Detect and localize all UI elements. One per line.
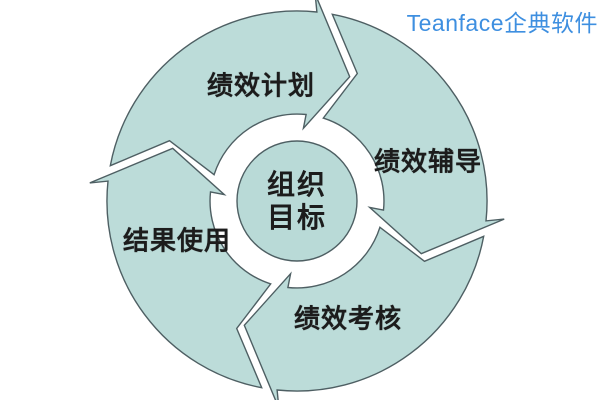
center-goal-text: 组织 目标: [267, 168, 327, 234]
cycle-segment-top: [109, 0, 351, 176]
step-label-result-usage: 结果使用: [122, 225, 232, 256]
center-goal-line1: 组织: [266, 169, 328, 200]
cycle-segment-right: [322, 13, 505, 255]
center-goal-circle: [236, 140, 358, 262]
cycle-segment-bottom: [243, 226, 485, 400]
step-label-performance-planning: 绩效计划: [206, 70, 316, 101]
cycle-segment-left: [89, 147, 272, 389]
step-label-performance-appraisal: 绩效考核: [293, 303, 403, 334]
step-label-performance-coaching: 绩效辅导: [373, 146, 483, 177]
center-goal-line2: 目标: [266, 202, 328, 233]
brand-logo-text: Teanface企典软件: [406, 10, 598, 36]
